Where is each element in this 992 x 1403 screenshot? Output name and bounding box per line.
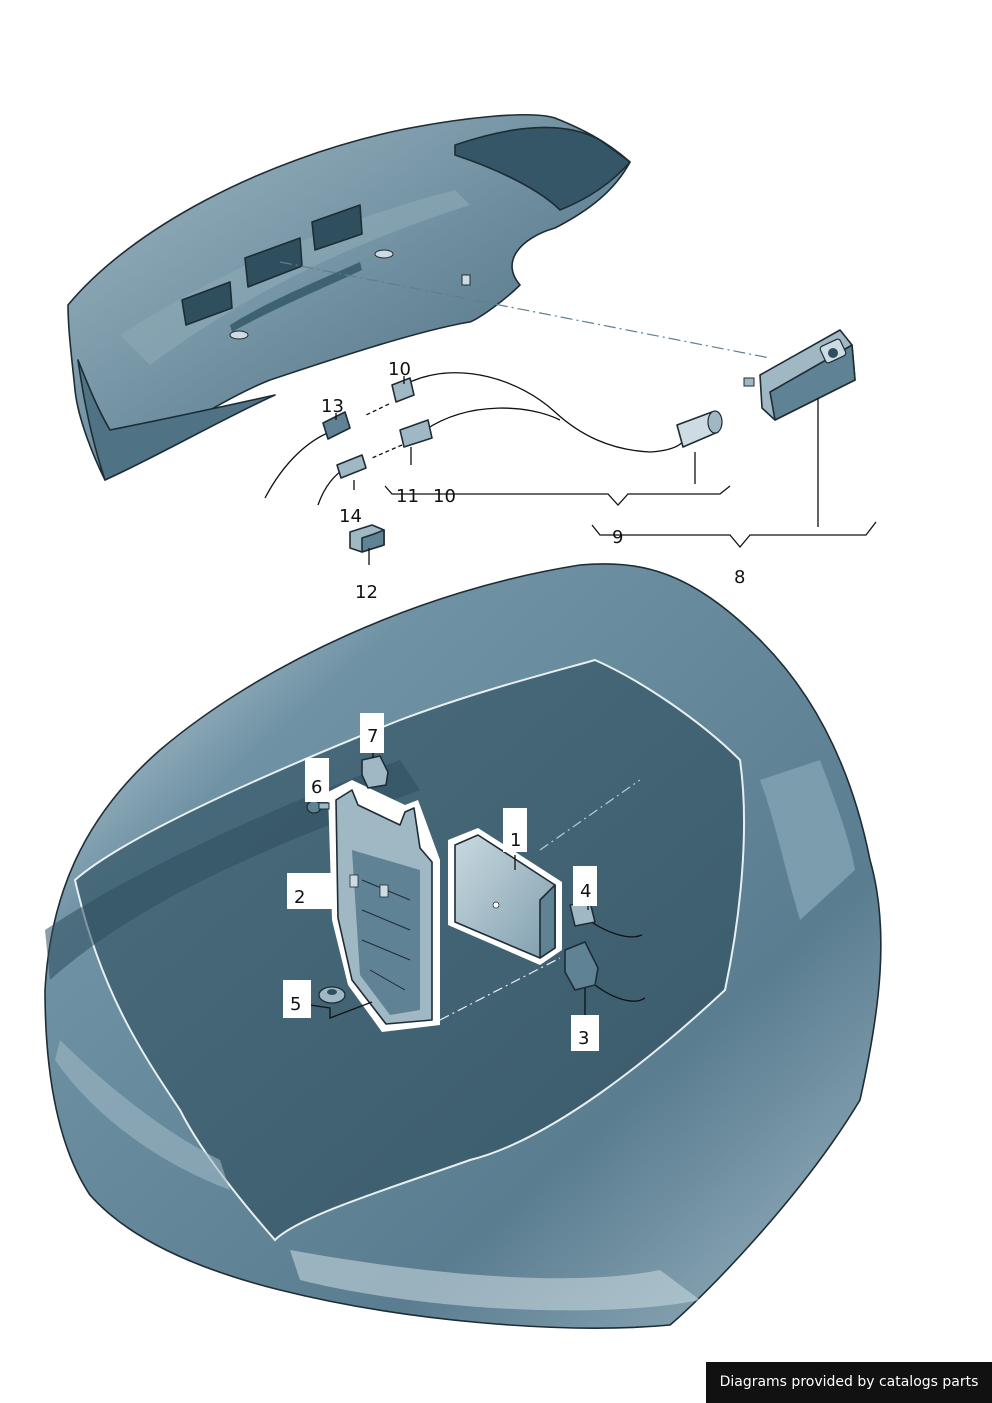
label-backgrounds	[283, 713, 599, 1051]
trunk-lid	[67, 114, 631, 481]
connector-13	[322, 411, 351, 440]
callout-3: 3	[578, 1028, 589, 1049]
coax-plug	[391, 377, 415, 403]
callout-6: 6	[311, 777, 322, 798]
assembly-axis-unit	[439, 957, 561, 1021]
camera-cable-harness	[264, 372, 723, 506]
callout-14: 14	[339, 506, 362, 527]
assembly-axis-camera	[279, 261, 771, 359]
callout-9: 9	[612, 527, 623, 548]
credit-banner: Diagrams provided by catalogs parts	[706, 1362, 992, 1403]
callout-5: 5	[290, 994, 301, 1015]
lid-recess-right	[311, 204, 363, 251]
callout-2: 2	[294, 887, 305, 908]
harness-connector	[399, 419, 433, 448]
rear-view-camera-icon	[743, 329, 856, 421]
nut	[318, 986, 346, 1004]
tail-light-recess	[760, 760, 855, 920]
control-unit-icon	[448, 828, 562, 965]
mounting-bracket	[328, 780, 440, 1032]
callout-4: 4	[580, 881, 591, 902]
connector-14	[336, 454, 367, 479]
callout-11: 11	[396, 486, 419, 507]
callout-7: 7	[367, 726, 378, 747]
clip	[361, 755, 389, 789]
callout-1: 1	[510, 830, 521, 851]
callout-10-harness: 10	[433, 486, 456, 507]
lid-recess-left	[181, 281, 233, 326]
cable-bracket	[349, 524, 385, 553]
callout-8: 8	[734, 567, 745, 588]
callout-13: 13	[321, 396, 344, 417]
callout-12: 12	[355, 582, 378, 603]
assembly-axis-floor	[539, 779, 641, 851]
rear-body	[44, 563, 882, 1329]
callout-10-camera-cable: 10	[388, 359, 411, 380]
connector-3	[564, 941, 646, 1002]
callout-labels: 10 13 11 10 14 9 12 8 7 6 1 2 4 5 3	[290, 359, 745, 1049]
